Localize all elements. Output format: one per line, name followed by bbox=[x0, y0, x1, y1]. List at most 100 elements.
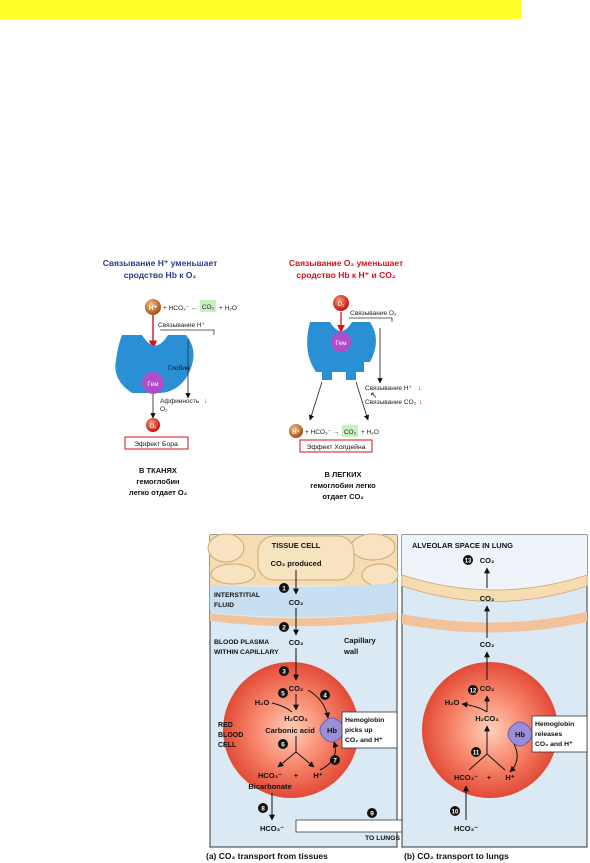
step-marker bbox=[278, 739, 288, 749]
carbonic-acid-label: Carbonic acid bbox=[265, 726, 315, 735]
panel-a-caption: (a) CO₂ transport from tissues bbox=[206, 851, 328, 861]
hplus-label-right: H⁺ bbox=[292, 429, 300, 436]
left-caption-line3: легко отдает O₂ bbox=[129, 488, 187, 497]
right-title-line2: сродство Hb к H⁺ и CO₂ bbox=[296, 270, 395, 280]
capillary-wall-band bbox=[210, 612, 397, 627]
capillary-line1: Capillary bbox=[344, 636, 377, 645]
alveolar-space bbox=[402, 535, 587, 590]
step-number: 3 bbox=[282, 669, 286, 676]
co2-label: CO₂ bbox=[289, 684, 304, 693]
hplus-ball-right bbox=[289, 424, 303, 438]
right-title-line1: Связывание O₂ уменьшает bbox=[289, 258, 403, 268]
right-equation-right: + H₂O bbox=[361, 429, 379, 436]
affinity-label: Аффинность bbox=[160, 398, 200, 405]
step-number: 2 bbox=[282, 625, 286, 632]
tissue-cell-shape bbox=[207, 533, 245, 563]
red-line3: CELL bbox=[218, 742, 237, 749]
step-number: 12 bbox=[470, 689, 477, 695]
co2-label: CO₂ bbox=[289, 638, 304, 647]
capillary-line2: wall bbox=[343, 647, 358, 656]
alveolar-wall bbox=[401, 574, 588, 602]
tissue-cell-shape bbox=[361, 563, 399, 587]
h2o-label: H₂O bbox=[255, 698, 270, 707]
hplus-label: H⁺ bbox=[505, 773, 514, 782]
hb-label-right: Hb bbox=[515, 730, 525, 739]
hb-note-line2-right: releases bbox=[535, 731, 562, 738]
hb-note-line3-right: CO₂ and H⁺ bbox=[535, 741, 573, 748]
flow-arrow bbox=[461, 701, 488, 713]
hplus-label: H⁺ bbox=[313, 771, 322, 780]
left-title-line2: сродство Hb к O₂ bbox=[124, 270, 197, 280]
plus-label: + bbox=[487, 773, 492, 782]
step-marker bbox=[463, 555, 473, 565]
flow-arrow bbox=[319, 741, 339, 771]
flow-arrow bbox=[295, 751, 315, 768]
red-blood-cell-right bbox=[422, 662, 558, 798]
step-number: 5 bbox=[281, 691, 285, 698]
left-equation-right: + H₂O bbox=[219, 305, 237, 312]
interstitial-band bbox=[210, 583, 397, 617]
step-number: 9 bbox=[370, 811, 374, 818]
red-line2: BLOOD bbox=[218, 732, 243, 739]
step-marker bbox=[279, 622, 289, 632]
binding-o2: Связывание O₂ bbox=[350, 310, 397, 317]
affinity-o2: O₂ bbox=[160, 406, 168, 413]
step-marker bbox=[367, 808, 377, 818]
co2-label: CO₂ bbox=[480, 594, 495, 603]
globin-label: Глобин bbox=[168, 364, 190, 372]
o2-ball-right bbox=[333, 295, 349, 311]
tissue-cell-shape bbox=[210, 563, 256, 585]
alveolar-label: ALVEOLAR SPACE IN LUNG bbox=[412, 541, 513, 550]
left-co2-box bbox=[200, 300, 216, 312]
co2-transport-to-lungs: ALVEOLAR SPACE IN LUNG 13 CO₂ CO₂ CO₂ 12… bbox=[401, 534, 588, 861]
co2-transport-from-tissues: TISSUE CELL CO₂ produced INTERSTITIAL FL… bbox=[206, 533, 434, 861]
capillary-wall-right bbox=[402, 612, 587, 633]
hb-label: Hb bbox=[327, 726, 337, 735]
down-arrow-icon: ↓ bbox=[419, 399, 423, 406]
co2-produced-label: CO₂ produced bbox=[271, 559, 322, 568]
h2co3-label: H₂CO₃ bbox=[284, 714, 308, 723]
flow-arrow bbox=[468, 753, 488, 771]
step-marker bbox=[468, 685, 478, 695]
co2-label: CO₂ bbox=[480, 640, 495, 649]
flow-arrow bbox=[307, 689, 331, 719]
hco3-plasma-label-right: HCO₃⁻ bbox=[454, 824, 478, 833]
step-marker bbox=[450, 806, 460, 816]
hb-note-box bbox=[341, 711, 398, 749]
hb-note-line2: picks up bbox=[345, 727, 373, 734]
h2co3-label: H₂CO₃ bbox=[475, 714, 499, 723]
red-line1: RED bbox=[218, 722, 233, 729]
step-marker bbox=[320, 690, 330, 700]
haldane-effect-label: Эффект Холдейна bbox=[306, 443, 365, 451]
right-caption-line3: отдает CO₂ bbox=[322, 492, 363, 501]
step-number: 10 bbox=[452, 810, 459, 816]
binding-o2-bracket bbox=[349, 317, 393, 322]
globin-shape bbox=[115, 335, 194, 393]
haldane-effect-diagram: Связывание O₂ уменьшает сродство Hb к H⁺… bbox=[289, 258, 423, 501]
release-arrow-b bbox=[355, 381, 370, 421]
step-marker bbox=[330, 755, 340, 765]
right-caption-line2: гемоглобин легко bbox=[310, 481, 376, 490]
right-co2-box-label: CO₂ bbox=[344, 429, 357, 436]
step-marker bbox=[258, 803, 268, 813]
hplus-ball bbox=[145, 299, 161, 315]
right-equation-left: + HCO₃⁻ → bbox=[305, 429, 339, 436]
step-marker bbox=[471, 747, 481, 757]
tissue-cell-main bbox=[257, 535, 355, 581]
o2-label: O₂ bbox=[150, 424, 158, 430]
hb-note-box-right bbox=[531, 715, 588, 753]
step-number: 11 bbox=[473, 751, 480, 757]
bohr-effect-label: Эффект Бора bbox=[134, 441, 178, 448]
flow-arrow bbox=[271, 702, 293, 713]
step-marker bbox=[278, 688, 288, 698]
co2-label: CO₂ bbox=[480, 556, 495, 565]
hplus-label: H⁺ bbox=[149, 305, 158, 312]
left-co2-box-label: CO₂ bbox=[202, 304, 215, 311]
bohr-effect-box bbox=[124, 436, 189, 450]
step-number: 1 bbox=[282, 586, 286, 593]
right-caption-line1: В ЛЕГКИХ bbox=[325, 470, 362, 479]
left-binding: Связывание H⁺ bbox=[158, 322, 206, 329]
left-equation-left: + HCO₃⁻ ← bbox=[163, 305, 197, 312]
binding-co2: Связывание CO₂ bbox=[365, 399, 417, 406]
